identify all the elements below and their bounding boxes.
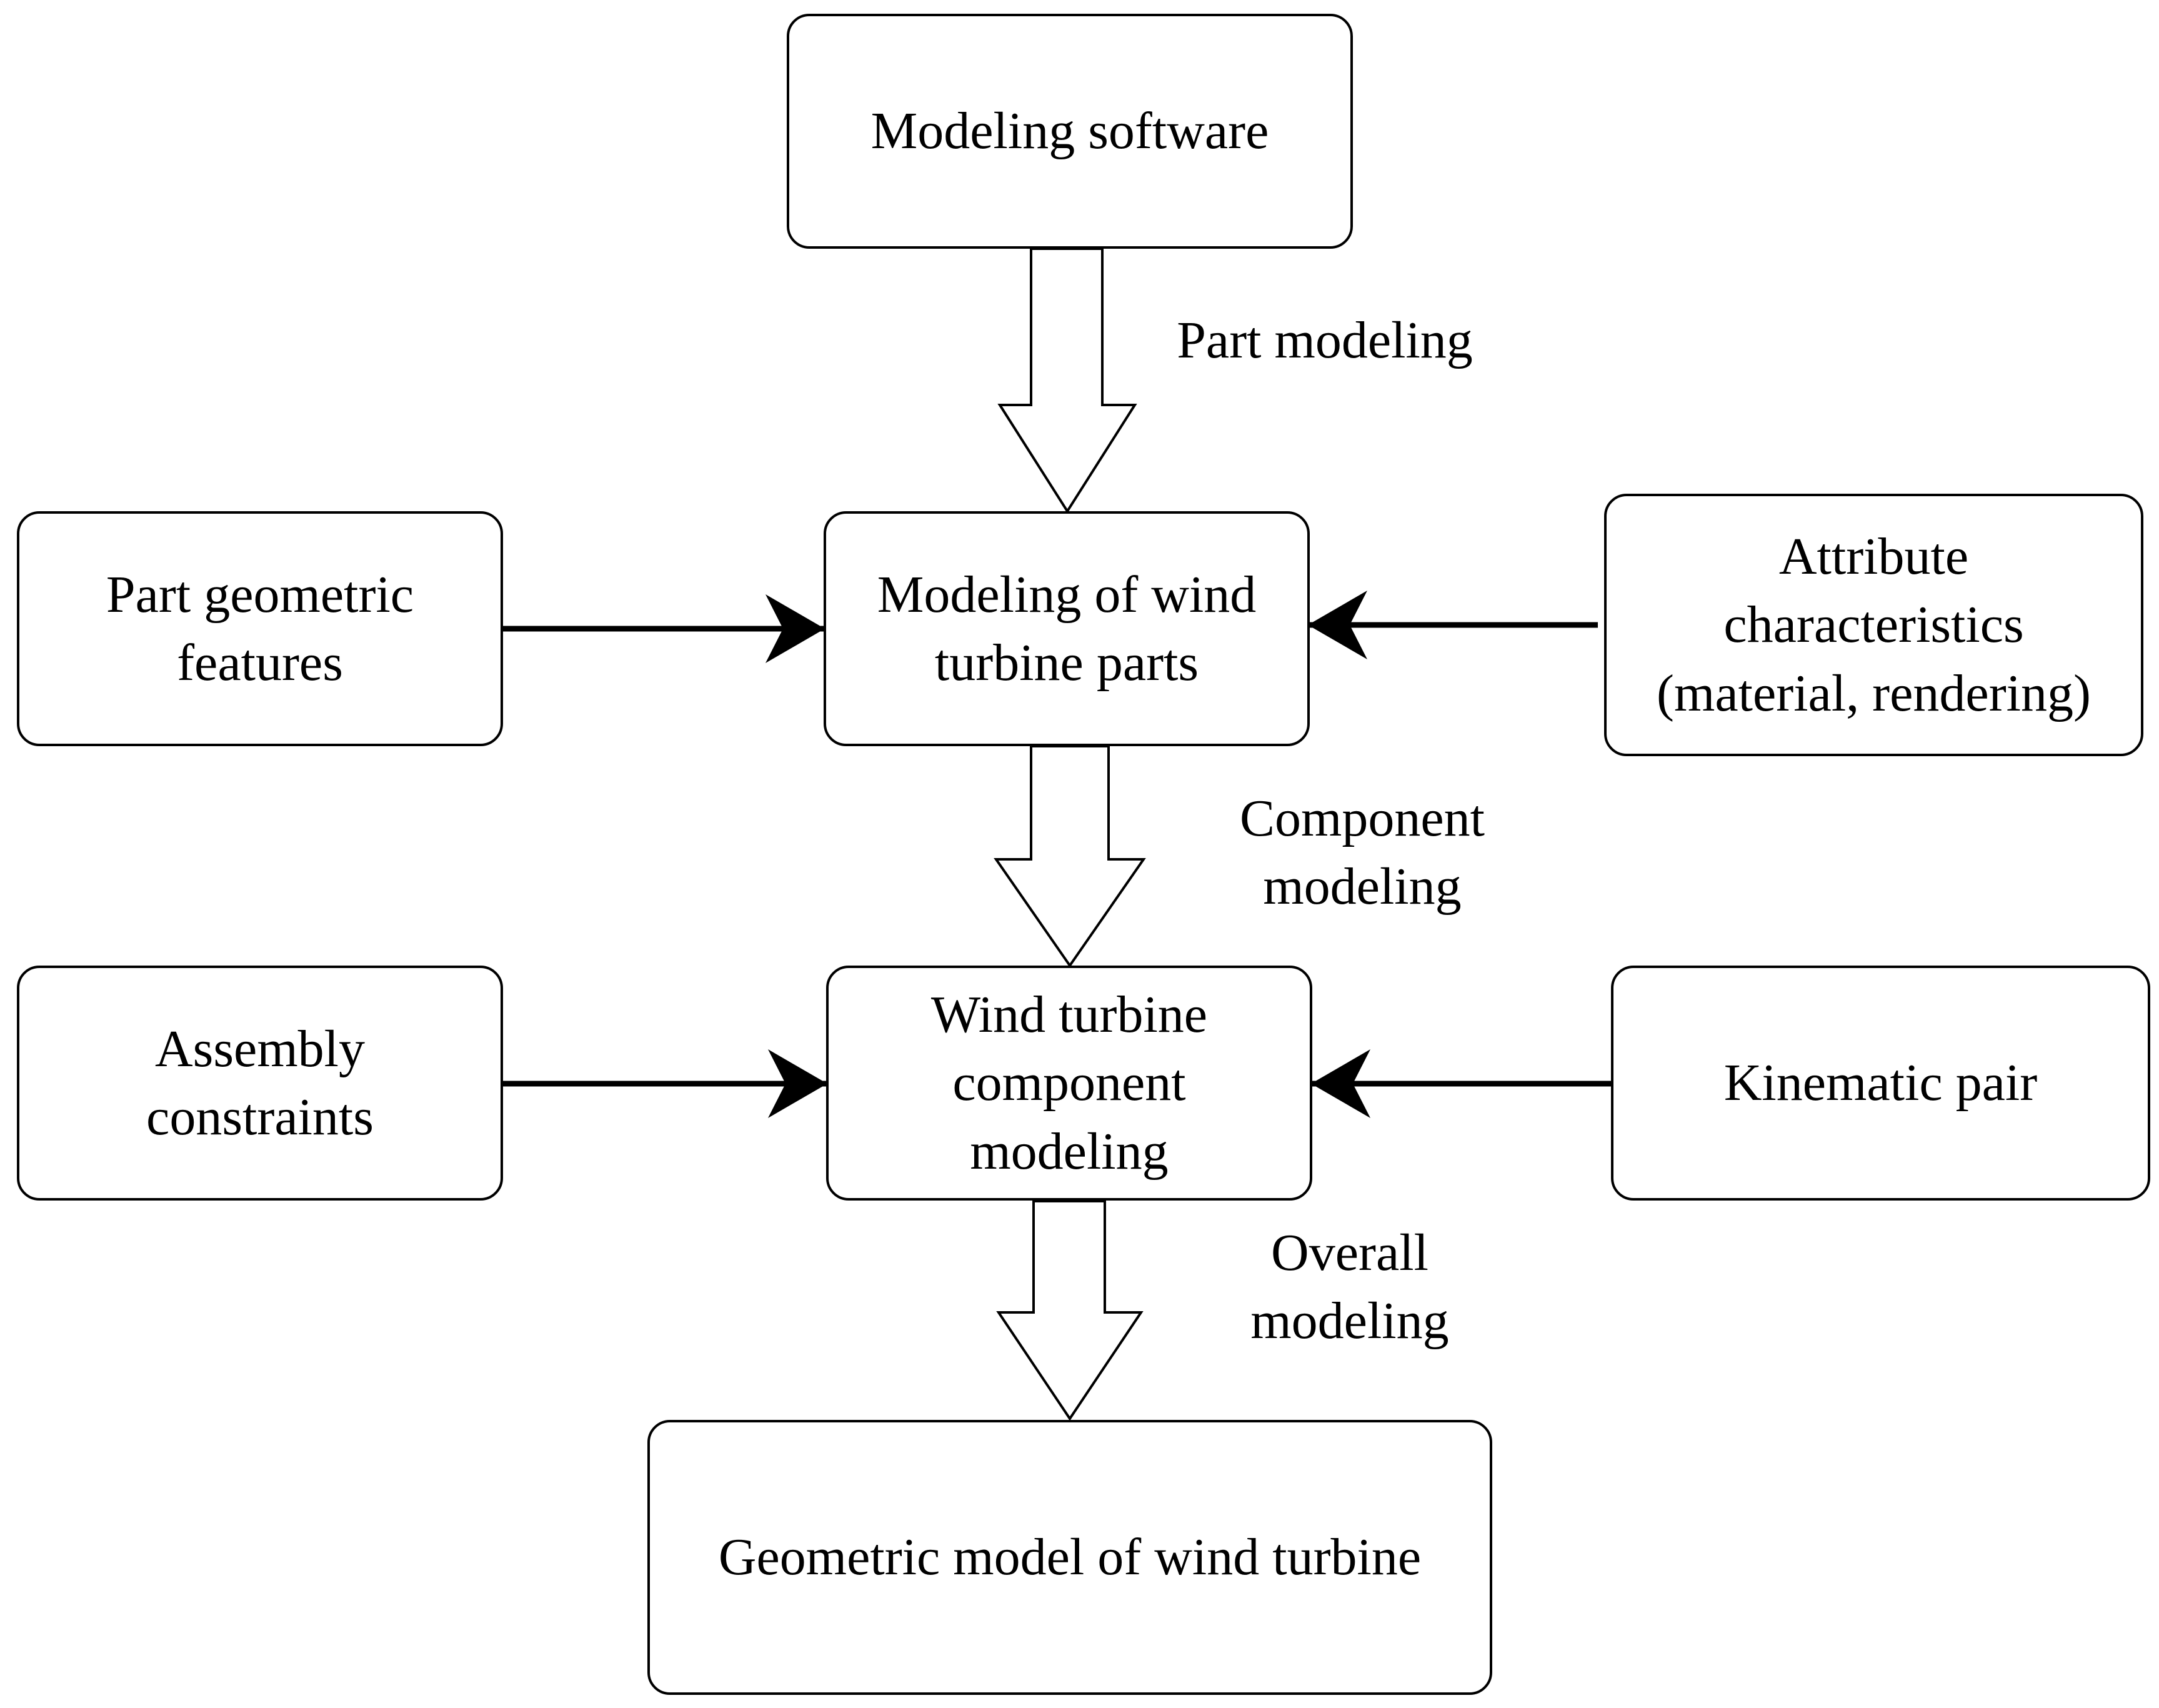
node-geometric-model-label: Geometric model of wind turbine bbox=[718, 1528, 1422, 1587]
node-kinematic-pair: Kinematic pair bbox=[1611, 966, 2150, 1201]
node-attribute-characteristics: Attribute characteristics (material, ren… bbox=[1604, 494, 2143, 756]
node-modeling-software-label: Modeling software bbox=[870, 102, 1269, 161]
node-modeling-software: Modeling software bbox=[787, 14, 1353, 249]
node-modeling-wind-turbine-parts: Modeling of wind turbine parts bbox=[824, 511, 1310, 746]
node-geometric-model: Geometric model of wind turbine bbox=[647, 1420, 1492, 1695]
edge-label-component-modeling: Component modeling bbox=[1240, 789, 1485, 916]
node-assembly-constraints-label: Assembly constraints bbox=[146, 1019, 374, 1146]
block-arrow-component-modeling bbox=[994, 745, 1146, 968]
node-part-geometric-features: Part geometric features bbox=[17, 511, 503, 746]
node-assembly-constraints: Assembly constraints bbox=[17, 966, 503, 1201]
node-kinematic-pair-label: Kinematic pair bbox=[1723, 1054, 2038, 1112]
node-wind-turbine-component-modeling: Wind turbine component modeling bbox=[826, 966, 1312, 1201]
edge-label-part-modeling: Part modeling bbox=[1177, 311, 1473, 369]
edge-label-overall-modeling: Overall modeling bbox=[1250, 1224, 1449, 1351]
block-arrow-part-modeling bbox=[997, 247, 1137, 514]
node-attribute-characteristics-label: Attribute characteristics (material, ren… bbox=[1657, 527, 2091, 722]
node-modeling-wind-turbine-parts-label: Modeling of wind turbine parts bbox=[877, 565, 1257, 692]
node-part-geometric-features-label: Part geometric features bbox=[106, 565, 414, 692]
node-wind-turbine-component-modeling-label: Wind turbine component modeling bbox=[930, 986, 1208, 1181]
block-arrow-overall-modeling bbox=[996, 1200, 1144, 1421]
